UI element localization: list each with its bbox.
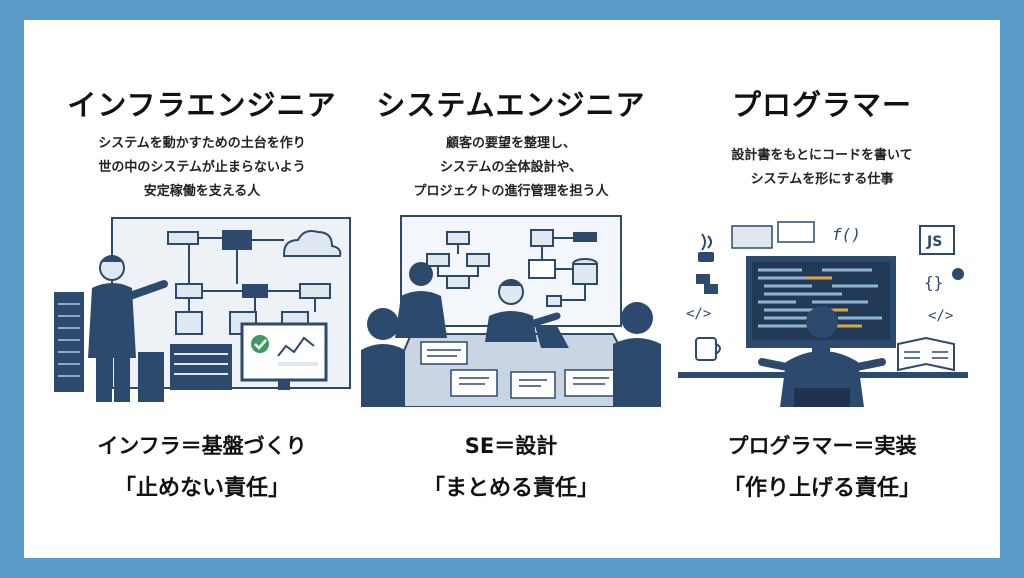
rack-slots: [58, 303, 80, 377]
java-cup: [698, 252, 714, 262]
laptop-icon: [535, 326, 569, 348]
column-description: 顧客の要望を整理し、 システムの全体設計や、 プロジェクトの進行管理を担う人: [361, 132, 661, 204]
book-icon: [897, 336, 955, 372]
description-spacer: [672, 132, 972, 144]
listener-body: [613, 338, 661, 407]
connection-lines: [188, 237, 316, 312]
python-icon: [696, 274, 718, 294]
role-summary: プログラマー＝実装: [727, 434, 917, 458]
cloud-icon: [283, 230, 342, 257]
column-infra-engineer: インフラエンジニア システムを動かすための土台を作り 世の中のシステムが止まらな…: [52, 20, 352, 558]
column-title: システムエンジニア: [376, 88, 646, 122]
document-icon: [510, 371, 556, 399]
diagram-arrows: [541, 237, 586, 301]
check-mark: [254, 339, 267, 350]
person-arm: [126, 280, 168, 300]
programmer-head: [806, 306, 838, 338]
monitor-icon: [240, 322, 328, 382]
column-description: 設計書をもとにコードを書いて システムを形にする仕事: [672, 132, 972, 192]
listener-body: [361, 344, 405, 407]
listener-head: [367, 308, 399, 340]
server-slots: [174, 353, 228, 375]
chair-icon: [794, 388, 850, 407]
programmer-illustration: f() JS {} </> </>: [678, 221, 968, 407]
code-lines: [758, 268, 882, 328]
code-window-icon: [777, 221, 815, 243]
person-leg: [96, 358, 112, 402]
person-body: [88, 283, 136, 358]
switch-icon: [175, 283, 203, 299]
column-description: システムを動かすための土台を作り 世の中のシステムが止まらないよう 安定稼働を支…: [52, 132, 352, 204]
person-leg: [114, 358, 130, 402]
document-icon: [420, 341, 468, 365]
role-summary: SE＝設計: [464, 434, 558, 458]
code-window-icon: [731, 225, 773, 249]
mug-icon: [695, 337, 717, 361]
function-icon: f(): [832, 225, 861, 244]
content-card: インフラエンジニア システムを動かすための土台を作り 世の中のシステムが止まらな…: [24, 20, 1000, 558]
flowchart-lines: [437, 244, 479, 277]
description-line: システムを形にする仕事: [750, 172, 894, 187]
monitor-bar: [278, 362, 318, 366]
presenter-body: [485, 311, 537, 342]
flowchart-box: [426, 253, 450, 267]
role-responsibility: 「作り上げる責任」: [722, 476, 921, 501]
document-icon: [564, 369, 618, 397]
listener-head: [409, 262, 433, 286]
description-line: 世の中のシステムが止まらないよう: [98, 160, 306, 175]
flowchart-box: [573, 232, 597, 242]
router-icon: [222, 230, 252, 250]
description-line: システムの全体設計や、: [439, 160, 583, 175]
check-icon: [251, 335, 269, 353]
listener-head: [621, 302, 653, 334]
description-line: 設計書をもとにコードを書いて: [731, 148, 913, 163]
programmer-arms: [758, 358, 886, 372]
network-node-icon: [167, 231, 199, 245]
server-node-icon: [175, 311, 203, 335]
description-line: システムを動かすための土台を作り: [98, 136, 306, 151]
person-hair: [100, 255, 124, 262]
desktop-tower-icon: [138, 352, 164, 402]
listener-body: [395, 291, 447, 338]
server-stack-icon: [170, 344, 232, 390]
code-tag-icon: </>: [928, 308, 953, 324]
role-responsibility: 「まとめる責任」: [422, 476, 599, 501]
document-icon: [450, 369, 498, 397]
description-line: プロジェクトの進行管理を担う人: [413, 184, 609, 199]
java-icon: [701, 233, 712, 251]
column-system-engineer: システムエンジニア 顧客の要望を整理し、 システムの全体設計や、 プロジェクトの…: [361, 20, 661, 558]
book-lines: [904, 351, 948, 359]
laptop-diagram-icon: [528, 259, 556, 279]
infra-illustration: [54, 217, 351, 402]
line-graph-icon: [277, 336, 315, 357]
role-responsibility: 「止めない責任」: [113, 476, 290, 501]
flowchart-box: [446, 275, 470, 289]
switch-icon: [242, 284, 268, 298]
presenter-arm: [527, 312, 561, 328]
column-title: プログラマー: [731, 88, 912, 122]
mug-handle: [715, 343, 721, 355]
flowchart-box: [466, 253, 490, 267]
column-programmer: プログラマー 設計書をもとにコードを書いて システムを形にする仕事 f() JS…: [672, 20, 972, 558]
flowchart-box: [446, 231, 470, 245]
js-badge-label: JS: [926, 234, 942, 250]
document-lines: [427, 349, 609, 387]
role-summary: インフラ＝基盤づくり: [97, 434, 307, 458]
se-illustration: [361, 215, 661, 407]
flowchart-box: [530, 229, 554, 247]
description-line: 顧客の要望を整理し、: [445, 136, 576, 151]
flowchart-box: [546, 295, 562, 307]
monitor-stand: [278, 380, 290, 390]
js-badge-icon: [919, 225, 955, 255]
description-line: 安定稼働を支える人: [143, 184, 261, 199]
column-title: インフラエンジニア: [67, 88, 337, 122]
bug-icon: [952, 268, 964, 280]
braces-icon: {}: [924, 273, 943, 292]
presenter-hair: [499, 279, 523, 286]
code-tag-icon: </>: [686, 306, 711, 322]
database-body: [572, 263, 598, 285]
network-node-icon: [299, 283, 331, 299]
